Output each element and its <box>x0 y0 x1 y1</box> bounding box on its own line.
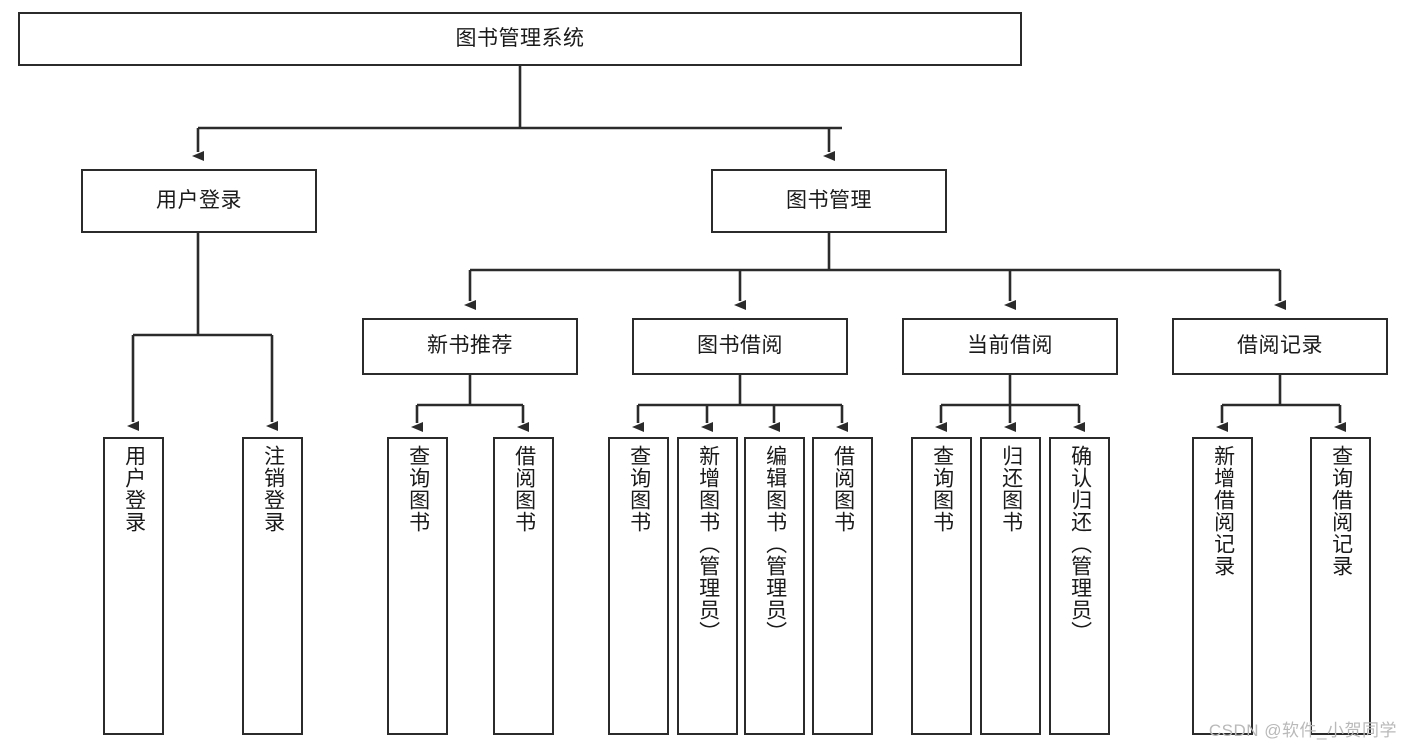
node-leaf-borrow-book-2[interactable]: 借阅图书 <box>812 437 873 735</box>
node-root[interactable]: 图书管理系统 <box>18 12 1022 66</box>
node-leaf-return-book-label: 归还图书 <box>999 445 1023 533</box>
node-borrow-record-label: 借阅记录 <box>1237 334 1323 358</box>
node-leaf-add-book[interactable]: 新增图书（管理员） <box>677 437 738 735</box>
node-leaf-borrow-book-2-label: 借阅图书 <box>831 445 855 533</box>
node-leaf-user-login[interactable]: 用户登录 <box>103 437 164 735</box>
node-book-borrow-label: 图书借阅 <box>697 334 783 358</box>
node-leaf-query-book-3[interactable]: 查询图书 <box>911 437 972 735</box>
node-new-book-recommend-label: 新书推荐 <box>427 334 513 358</box>
node-leaf-return-book[interactable]: 归还图书 <box>980 437 1041 735</box>
node-leaf-borrow-book-1-label: 借阅图书 <box>512 445 536 533</box>
node-user-login-label: 用户登录 <box>156 188 242 212</box>
node-leaf-query-book-2-label: 查询图书 <box>627 445 651 533</box>
node-book-manage-label: 图书管理 <box>786 188 872 212</box>
node-leaf-query-book-3-label: 查询图书 <box>930 445 954 533</box>
node-leaf-query-record[interactable]: 查询借阅记录 <box>1310 437 1371 735</box>
node-leaf-borrow-book-1[interactable]: 借阅图书 <box>493 437 554 735</box>
node-root-label: 图书管理系统 <box>455 26 585 50</box>
node-leaf-add-book-label: 新增图书（管理员） <box>696 445 720 643</box>
node-book-manage[interactable]: 图书管理 <box>711 169 947 233</box>
node-current-borrow-label: 当前借阅 <box>967 334 1053 358</box>
node-leaf-confirm-return-label: 确认归还（管理员） <box>1068 445 1092 643</box>
node-leaf-logout-label: 注销登录 <box>261 445 285 533</box>
node-leaf-edit-book-label: 编辑图书（管理员） <box>763 445 787 643</box>
node-leaf-confirm-return[interactable]: 确认归还（管理员） <box>1049 437 1110 735</box>
node-leaf-query-book-1-label: 查询图书 <box>406 445 430 533</box>
node-leaf-logout[interactable]: 注销登录 <box>242 437 303 735</box>
node-leaf-add-record[interactable]: 新增借阅记录 <box>1192 437 1253 735</box>
node-leaf-user-login-label: 用户登录 <box>122 445 146 533</box>
node-current-borrow[interactable]: 当前借阅 <box>902 318 1118 375</box>
node-leaf-query-book-1[interactable]: 查询图书 <box>387 437 448 735</box>
node-leaf-query-record-label: 查询借阅记录 <box>1329 445 1353 577</box>
node-new-book-recommend[interactable]: 新书推荐 <box>362 318 578 375</box>
node-borrow-record[interactable]: 借阅记录 <box>1172 318 1388 375</box>
node-book-borrow[interactable]: 图书借阅 <box>632 318 848 375</box>
node-leaf-query-book-2[interactable]: 查询图书 <box>608 437 669 735</box>
node-user-login[interactable]: 用户登录 <box>81 169 317 233</box>
node-leaf-edit-book[interactable]: 编辑图书（管理员） <box>744 437 805 735</box>
csdn-watermark: CSDN @软件_小贺同学 <box>1208 721 1397 740</box>
node-leaf-add-record-label: 新增借阅记录 <box>1211 445 1235 577</box>
